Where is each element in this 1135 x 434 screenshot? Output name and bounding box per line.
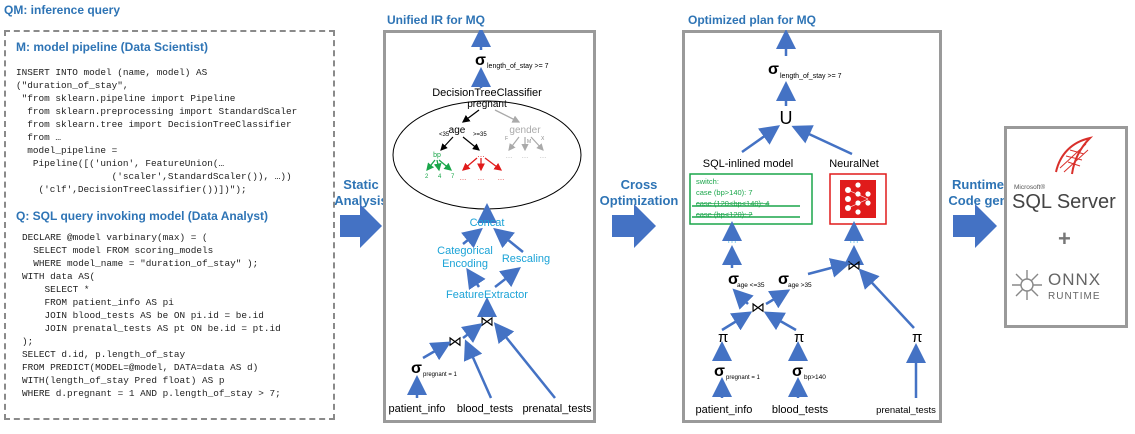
ir-gender-f: F bbox=[505, 136, 508, 142]
ir-join-top: ⋈ bbox=[480, 313, 494, 329]
opt-pi-right: π bbox=[912, 329, 922, 346]
ir-dtc-label: DecisionTreeClassifier bbox=[432, 87, 542, 99]
ir-sigma-preg-sub: pregnant = 1 bbox=[423, 372, 458, 378]
opt-pi-left: π bbox=[718, 329, 728, 346]
onnx-runtime-text: RUNTIME bbox=[1048, 291, 1101, 302]
opt-dots-left: ⋯ bbox=[727, 237, 737, 248]
opt-union: U bbox=[780, 108, 793, 128]
sql-query-code: DECLARE @model varbinary(max) = ( SELECT… bbox=[22, 232, 281, 399]
ir-rescaling: Rescaling bbox=[502, 253, 550, 265]
ir-blood-tests: blood_tests bbox=[457, 403, 514, 415]
ir-leaf-4: 4 bbox=[438, 174, 442, 180]
ir-lt35: <35 bbox=[439, 132, 450, 138]
model-code: INSERT INTO model (name, model) AS ("dur… bbox=[16, 67, 298, 195]
opt-sigma-bp: σ bbox=[792, 363, 803, 380]
opt-sigma-bp-sub: bp>140 bbox=[804, 374, 826, 381]
opt-sigma-age-gt: σ bbox=[778, 271, 789, 288]
opt-switch-box bbox=[689, 173, 813, 225]
static-analysis-arrow bbox=[340, 204, 382, 248]
ir-feature-extractor: FeatureExtractor bbox=[446, 289, 528, 301]
ir-leaf-2: 2 bbox=[425, 174, 429, 180]
opt-blood-tests: blood_tests bbox=[772, 404, 829, 416]
opt-sigma-age-lt-sub: age <=35 bbox=[737, 282, 765, 289]
ir-sigma-preg: σ bbox=[411, 360, 422, 377]
opt-title: Optimized plan for MQ bbox=[688, 13, 816, 27]
opt-sigma-preg: σ bbox=[714, 363, 725, 380]
cross-optimization-label: Cross Optimization bbox=[599, 177, 679, 208]
opt-sigma-age-gt-sub: age >35 bbox=[788, 282, 812, 289]
ir-leaf-7: 7 bbox=[451, 174, 455, 180]
ir-ge35: >=35 bbox=[473, 132, 487, 138]
ir-gender-x: X bbox=[541, 136, 545, 142]
ir-sigma-top: σ bbox=[475, 52, 486, 69]
opt-switch-line: switch: bbox=[696, 177, 719, 186]
ir-gray-leaf: … bbox=[506, 153, 513, 160]
ir-graph: σ length_of_stay >= 7 DecisionTreeClassi… bbox=[389, 30, 592, 415]
opt-patient-info: patient_info bbox=[696, 404, 753, 416]
cross-optimization-arrow bbox=[612, 204, 656, 248]
ir-title: Unified IR for MQ bbox=[387, 13, 485, 27]
runtime-panel bbox=[1004, 126, 1128, 328]
ir-age: age bbox=[449, 125, 466, 136]
opt-dots-right: ⋯ bbox=[849, 237, 859, 248]
ir-join-bottom: ⋈ bbox=[448, 333, 462, 349]
opt-pi-middle: π bbox=[794, 329, 804, 346]
runtime-codegen-arrow bbox=[953, 204, 997, 248]
ir-red-leaf: … bbox=[460, 175, 467, 182]
ir-panel bbox=[383, 30, 596, 423]
opt-sigma-preg-sub: pregnant = 1 bbox=[726, 375, 761, 381]
ir-red-leaf: … bbox=[498, 175, 505, 182]
ir-patient-info: patient_info bbox=[389, 403, 446, 415]
ir-gender: gender bbox=[509, 125, 541, 136]
ir-red-leaf: … bbox=[478, 175, 485, 182]
opt-switch-line: case (120<bp<140): 4 bbox=[696, 199, 769, 208]
opt-prenatal-tests: prenatal_tests bbox=[876, 405, 936, 416]
opt-sql-inlined-label: SQL-inlined model bbox=[703, 158, 794, 170]
onnx-logo-icon bbox=[1012, 270, 1042, 300]
ir-bp: bp bbox=[433, 152, 441, 159]
opt-switch-line: case (bp<120): 2 bbox=[696, 210, 753, 219]
ir-red-dots: … bbox=[477, 150, 485, 159]
ir-gray-leaf: … bbox=[522, 153, 529, 160]
opt-join-right: ⋈ bbox=[847, 257, 861, 273]
ir-concat: Concat bbox=[470, 217, 505, 229]
opt-neuralnet-label: NeuralNet bbox=[829, 158, 879, 170]
opt-sigma-top: σ bbox=[768, 61, 779, 78]
opt-graph: σ length_of_stay >= 7 U SQL-inlined mode… bbox=[689, 30, 936, 416]
ir-gender-m: M bbox=[527, 139, 531, 145]
ir-prenatal-tests: prenatal_tests bbox=[522, 403, 592, 415]
opt-switch-line: case (bp>140): 7 bbox=[696, 188, 753, 197]
ir-pregnant: pregnant bbox=[467, 99, 507, 110]
sql-server-text: SQL Server bbox=[1012, 191, 1116, 213]
opt-sigma-age-lt: σ bbox=[728, 271, 739, 288]
onnx-text: ONNX bbox=[1048, 270, 1102, 289]
sql-query-title: Q: SQL query invoking model (Data Analys… bbox=[16, 209, 269, 223]
neural-net-icon bbox=[840, 180, 876, 218]
ir-gray-leaf: … bbox=[540, 153, 547, 160]
model-pipeline-title: M: model pipeline (Data Scientist) bbox=[16, 40, 209, 54]
sql-server-logo-icon bbox=[1055, 136, 1094, 175]
opt-join-left: ⋈ bbox=[751, 299, 765, 315]
qm-title: QM: inference query bbox=[4, 3, 121, 17]
query-panel bbox=[4, 30, 335, 420]
ir-sigma-top-sub: length_of_stay >= 7 bbox=[487, 63, 549, 70]
ir-tree-ellipse bbox=[392, 100, 582, 210]
sql-server-small: Microsoft® bbox=[1014, 184, 1046, 191]
opt-sigma-top-sub: length_of_stay >= 7 bbox=[780, 73, 842, 80]
plus-sign: + bbox=[1058, 226, 1071, 251]
